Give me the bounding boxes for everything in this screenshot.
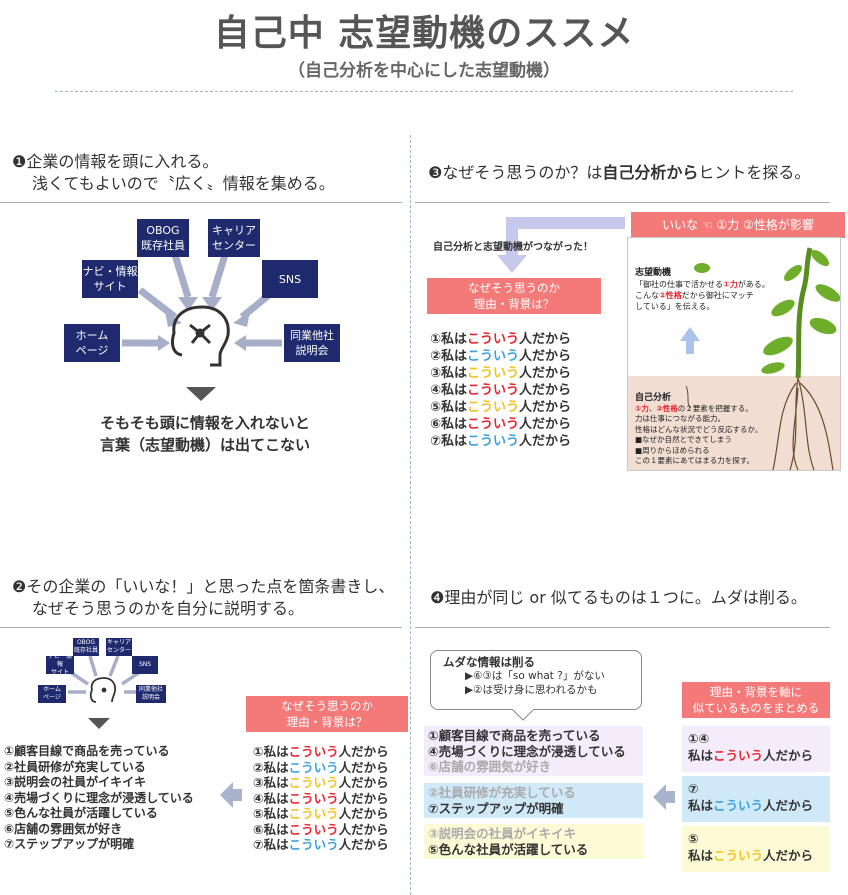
reason-item: ④私はこういう人だから <box>430 383 572 398</box>
reason-item: ④私はこういう人だから <box>253 790 389 806</box>
good-point-item: ⑥店舗の雰囲気が好き <box>4 821 123 836</box>
reason-item: ⑥私はこういう人だから <box>430 417 572 432</box>
self-analysis-caption: 自己分析 ①力、②性格の２要素を把握する。 力は仕事につながる能力。 性格はどん… <box>635 393 763 465</box>
step3-rule <box>415 202 830 203</box>
reason-list-step3: ①私はこういう人だから ②私はこういう人だから ③私はこういう人だから ④私はこういう… <box>430 331 571 450</box>
root-icon <box>685 385 691 409</box>
source-navi-site: ナビ・情報サイト <box>82 260 138 298</box>
why-box-step3: なぜそう思うのか理由・背景は？ <box>427 278 601 314</box>
head-icon <box>170 305 230 367</box>
step1-rule <box>0 202 402 203</box>
mini-source-event: 同業他社説明会 <box>136 685 166 703</box>
feedback-arrow-icon <box>497 217 625 273</box>
good-point-item: ⑦ステップアップが明確 <box>4 837 135 851</box>
step1-heading: ❶企業の情報を頭に入れる。 浅くてもよいので〝広く〟情報を集める。 <box>12 151 335 195</box>
down-triangle-mini-icon <box>88 718 110 729</box>
arrow-navi <box>137 287 178 320</box>
good-point-item: ④売場づくりに理念が浸透している <box>4 790 194 805</box>
step1-line1: ❶企業の情報を頭に入れる。 <box>12 152 219 171</box>
why-box-step2: なぜそう思うのか理由・背景は？ <box>246 696 408 732</box>
reason-item: ②私はこういう人だから <box>430 349 572 364</box>
reason-item: ②私はこういう人だから <box>253 759 389 775</box>
left-arrow-step4-icon <box>653 784 675 810</box>
step1-conclusion: そもそも頭に情報を入れないと言葉（志望動機）は出てこない <box>99 414 310 454</box>
source-industry-event: 同業他社説明会 <box>284 324 340 362</box>
page-title: 自己中 志望動機のススメ <box>213 13 635 54</box>
reason-item: ①私はこういう人だから <box>430 332 572 347</box>
mini-source-home: ホームページ <box>38 685 66 703</box>
reason-item: ⑥私はこういう人だから <box>253 821 389 837</box>
plant-illustration: 志望動機 「御社の仕事で活かせる①力がある。 こんな②性格だから御社にマッチ し… <box>627 237 841 471</box>
arrow-career <box>208 253 229 299</box>
step2-rule <box>0 627 402 628</box>
head-mini-icon <box>89 677 117 703</box>
good-point-item: ③説明会の社員がイキイキ <box>4 775 147 789</box>
motive-caption: 志望動機 「御社の仕事で活かせる①力がある。 こんな②性格だから御社にマッチ し… <box>635 268 770 311</box>
good-point-item: ⑤色んな社員が活躍している <box>4 806 158 820</box>
step4-heading: ❹理由が同じ or 似てるものは１つに。ムダは削る。 <box>430 588 807 607</box>
axis-box: 理由・背景を軸に似ているものをまとめる <box>682 682 830 718</box>
mini-source-navi: ナビ・情報サイト <box>46 653 74 676</box>
influence-banner: いいな ☜ ①力 ②性格が影響 <box>631 212 845 238</box>
step1-line2: 浅くてもよいので〝広く〟情報を集める。 <box>32 174 335 193</box>
down-triangle-icon <box>186 387 216 401</box>
good-point-item: ①顧客目線で商品を売っている <box>4 744 170 758</box>
center-divider <box>410 135 411 895</box>
source-sns: SNS <box>262 260 318 298</box>
reason-item: ⑦私はこういう人だから <box>253 837 389 852</box>
mini-source-sns: SNS <box>132 656 158 674</box>
left-arrow-icon <box>220 782 242 808</box>
title-divider <box>55 91 793 92</box>
arrow-obog <box>171 253 192 299</box>
step4-rule <box>415 627 830 628</box>
plant-image <box>680 247 840 470</box>
mini-source-career: キャリアセンター <box>106 638 132 656</box>
reason-item: ③私はこういう人だから <box>253 775 389 790</box>
source-homepage: ホームページ <box>64 324 120 362</box>
reason-item: ③私はこういう人だから <box>430 366 572 381</box>
page-subtitle: （自己分析を中心にした志望動機） <box>288 61 560 81</box>
step2-heading: ❷その企業の「いいな！」と思った点を箇条書きし、 なぜそう思うのかを自分に説明す… <box>12 577 395 618</box>
reason-item: ⑤私はこういう人だから <box>253 806 389 821</box>
reason-item: ①私はこういう人だから <box>253 744 389 759</box>
connected-note: 自己分析と志望動機がつながった！ <box>433 242 593 253</box>
leaf-icon <box>694 263 710 273</box>
step3-heading: ❸なぜそう思うのか？は自己分析からヒントを探る。 <box>428 163 811 182</box>
trim-callout: ムダな情報は削る ▶⑥③は「so what ?」がない ▶②は受け身に思われるか… <box>430 650 642 710</box>
source-career-center: キャリアセンター <box>208 219 260 257</box>
reason-item: ⑦私はこういう人だから <box>430 434 572 449</box>
info-sources-diagram <box>122 253 282 367</box>
good-point-item: ②社員研修が充実している <box>4 759 146 774</box>
up-arrow-icon <box>680 327 700 354</box>
reason-item: ⑤私はこういう人だから <box>430 400 572 415</box>
callout-tail <box>512 709 534 721</box>
